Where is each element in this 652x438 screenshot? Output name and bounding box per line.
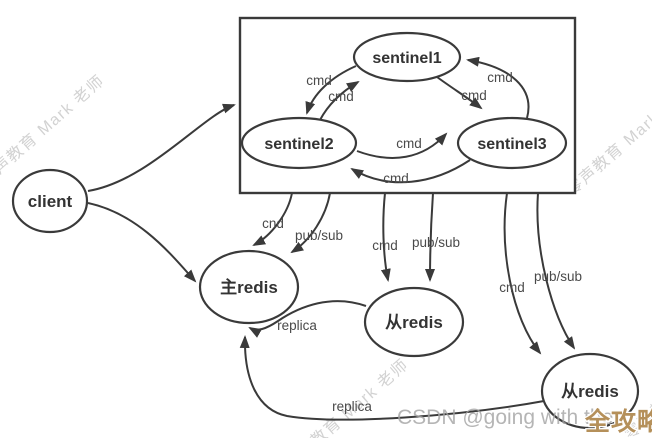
edge-label-cmd: cmd bbox=[372, 238, 398, 253]
edge-label-layer: cmd cmd cmd cmd cmd cmd cnd pub/sub cmd … bbox=[262, 70, 582, 414]
edge-layer bbox=[87, 56, 576, 421]
edge-box-to-master-cnd bbox=[252, 192, 293, 246]
client-ellipse bbox=[11, 168, 89, 234]
edge-box-to-slave1-pubsub bbox=[425, 192, 436, 282]
edge-sentinel2-to-sentinel3 bbox=[356, 132, 448, 159]
sentinel2-label: sentinel2 bbox=[264, 136, 333, 153]
sentinel2-ellipse bbox=[240, 116, 358, 170]
edge-slave2-to-master-replica bbox=[239, 335, 545, 421]
slave-redis-2-label: 从redis bbox=[561, 382, 619, 401]
csdn-watermark: CSDN @going with the 全攻略 bbox=[397, 406, 652, 438]
slave-redis-2-ellipse bbox=[540, 352, 640, 430]
node-slave-redis-2: 从redis bbox=[540, 352, 640, 430]
edge-label-replica: replica bbox=[277, 318, 317, 333]
sentinel3-label: sentinel3 bbox=[477, 136, 546, 153]
master-redis-ellipse bbox=[198, 249, 300, 325]
node-sentinel2: sentinel2 bbox=[240, 116, 358, 170]
gold-badge-text: 全攻略 bbox=[584, 407, 652, 436]
edge-client-to-master bbox=[87, 202, 197, 283]
edge-box-to-slave1-cmd bbox=[380, 192, 391, 282]
edge-box-to-master-pubsub bbox=[290, 192, 331, 254]
edge-box-to-slave2-cmd bbox=[503, 192, 542, 355]
edge-label-cmd: cmd bbox=[306, 73, 332, 88]
edge-label-cmd: cmd bbox=[487, 70, 513, 85]
watermark-text: 零声教育 Mark 老师 bbox=[281, 355, 412, 438]
edge-label-pubsub: pub/sub bbox=[295, 228, 343, 243]
slave-redis-1-ellipse bbox=[363, 286, 465, 358]
edge-box-to-slave2-pubsub bbox=[536, 192, 576, 350]
node-client: client bbox=[11, 168, 89, 234]
slave-redis-1-label: 从redis bbox=[385, 313, 443, 332]
edge-label-cnd: cnd bbox=[262, 216, 284, 231]
edge-label-cmd: cmd bbox=[328, 89, 354, 104]
client-label: client bbox=[28, 192, 73, 211]
sentinel3-ellipse bbox=[456, 116, 568, 170]
edge-label-cmd: cmd bbox=[383, 171, 409, 186]
edge-sentinel3-to-sentinel1 bbox=[466, 56, 530, 119]
edge-label-replica: replica bbox=[332, 399, 372, 414]
sentinel1-label: sentinel1 bbox=[372, 50, 441, 67]
edge-client-to-sentinel-box bbox=[87, 103, 236, 192]
edge-label-cmd: cmd bbox=[461, 88, 487, 103]
node-sentinel3: sentinel3 bbox=[456, 116, 568, 170]
edge-label-pubsub: pub/sub bbox=[412, 235, 460, 250]
edge-sentinel1-to-sentinel2 bbox=[305, 65, 357, 115]
edge-label-pubsub: pub/sub bbox=[534, 269, 582, 284]
node-slave-redis-1: 从redis bbox=[363, 286, 465, 358]
edge-slave1-to-master-replica bbox=[248, 300, 367, 338]
node-master-redis: 主redis bbox=[198, 249, 300, 325]
edge-sentinel3-to-sentinel2 bbox=[350, 159, 471, 184]
edge-sentinel2-to-sentinel1 bbox=[319, 80, 360, 121]
csdn-watermark-text: CSDN @going with the bbox=[397, 406, 613, 429]
edge-label-cmd: cmd bbox=[396, 136, 422, 151]
edge-label-cmd: cmd bbox=[499, 280, 525, 295]
edge-sentinel1-to-sentinel3 bbox=[436, 76, 483, 110]
master-redis-label: 主redis bbox=[220, 277, 278, 297]
node-sentinel1: sentinel1 bbox=[352, 31, 462, 83]
sentinel1-ellipse bbox=[352, 31, 462, 83]
